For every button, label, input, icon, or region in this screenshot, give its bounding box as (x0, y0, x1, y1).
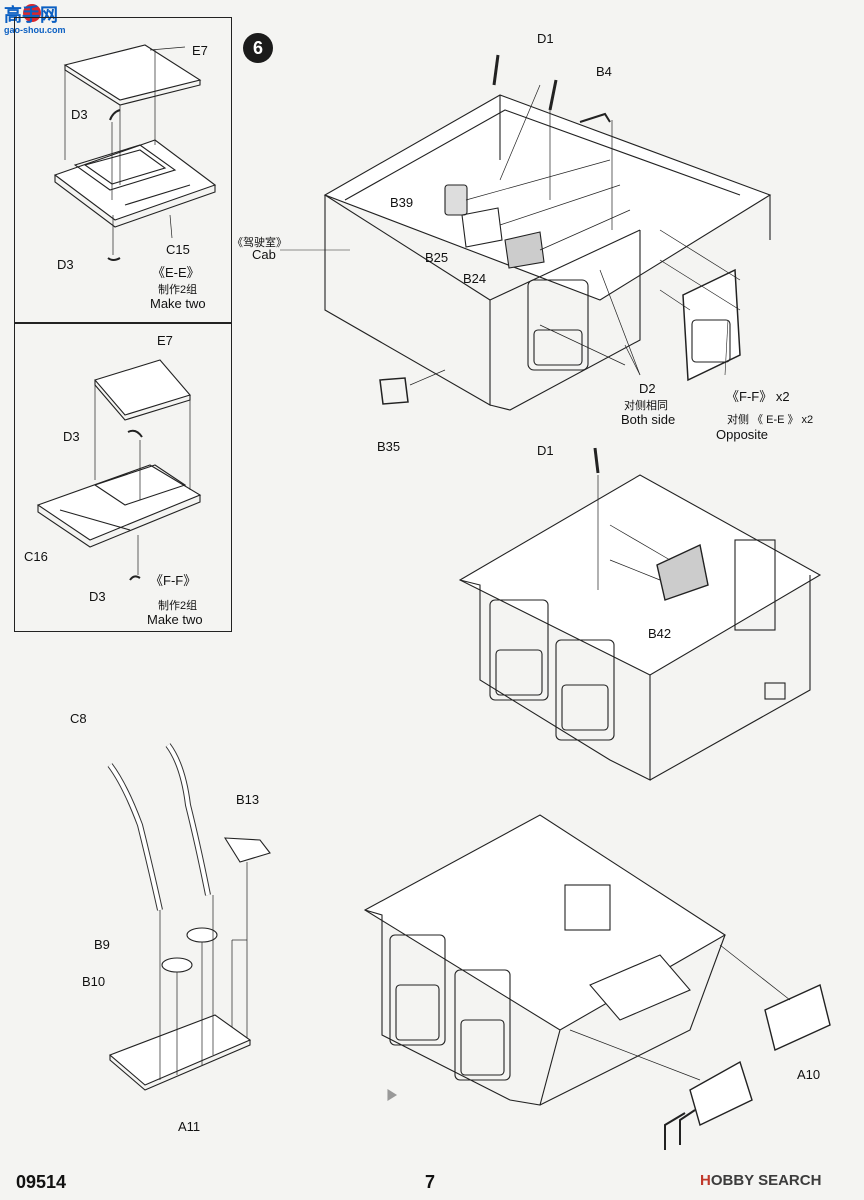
note-en-ee: Make two (150, 296, 206, 311)
label-section-ff: 《F-F》 (150, 573, 197, 588)
label-b39: B39 (390, 195, 414, 210)
opposite-cn: 对侧 《 E-E 》 x2 (727, 414, 814, 426)
opposite-en: Opposite (716, 427, 769, 442)
cab-label-en: Cab (252, 247, 276, 262)
label-c16: C16 (24, 549, 48, 564)
d2-note-en: Both side (621, 412, 676, 427)
watermark-site: gao-shou.com (4, 25, 66, 35)
d2-note-cn: 对侧相同 (624, 400, 668, 412)
label-d3-top-ff: D3 (63, 429, 80, 444)
page-number: 7 (425, 1172, 436, 1192)
label-a10: A10 (797, 1067, 821, 1082)
inset-ff-drawing (36, 359, 202, 581)
label-b13: B13 (236, 792, 260, 807)
inset-ff-box (14, 322, 232, 632)
bottom-left-drawing (107, 743, 271, 1091)
bottom-right-drawing (363, 814, 831, 1150)
cab-label-cn: 《驾驶室》 (232, 237, 287, 249)
label-b4: B4 (596, 64, 612, 79)
note-cn-ff: 制作2组 (158, 600, 198, 612)
label-d3-bottom-ee: D3 (57, 257, 74, 272)
label-d1-middle: D1 (537, 443, 554, 458)
inset-ee-box (14, 17, 232, 324)
label-b9: B9 (94, 937, 110, 952)
watermark-logo-text: 高手网 (4, 4, 58, 26)
hobbysearch-logo-text: OBBY SEARCH (710, 1172, 822, 1189)
label-b10: B10 (82, 974, 106, 989)
label-c8: C8 (70, 711, 87, 726)
label-b25: B25 (425, 250, 449, 265)
kit-code: 09514 (16, 1172, 67, 1192)
note-cn-ee: 制作2组 (158, 284, 198, 296)
note-en-ff: Make two (147, 612, 203, 627)
label-d2: D2 (639, 381, 656, 396)
label-b42: B42 (648, 626, 672, 641)
step-number-badge: 6 (243, 33, 273, 63)
hobbysearch-logo: HOBBY SEARCH (700, 1172, 821, 1189)
label-b24: B24 (463, 271, 487, 286)
label-b35: B35 (377, 439, 401, 454)
label-d1-cab: D1 (537, 31, 554, 46)
label-e7-ee: E7 (192, 43, 208, 58)
label-ff-x2: 《F-F》 x2 (726, 389, 790, 404)
label-d3-top-ee: D3 (71, 107, 88, 122)
label-c15: C15 (166, 242, 190, 257)
label-d3-bottom-ff: D3 (89, 589, 106, 604)
label-e7-ff: E7 (157, 333, 173, 348)
label-section-ee: 《E-E》 (152, 265, 200, 280)
hobbysearch-logo-red: H (700, 1172, 711, 1189)
label-a11: A11 (178, 1119, 201, 1134)
inset-ee-drawing (53, 44, 217, 261)
middle-drawing (458, 447, 822, 781)
cab-drawing (280, 54, 772, 411)
